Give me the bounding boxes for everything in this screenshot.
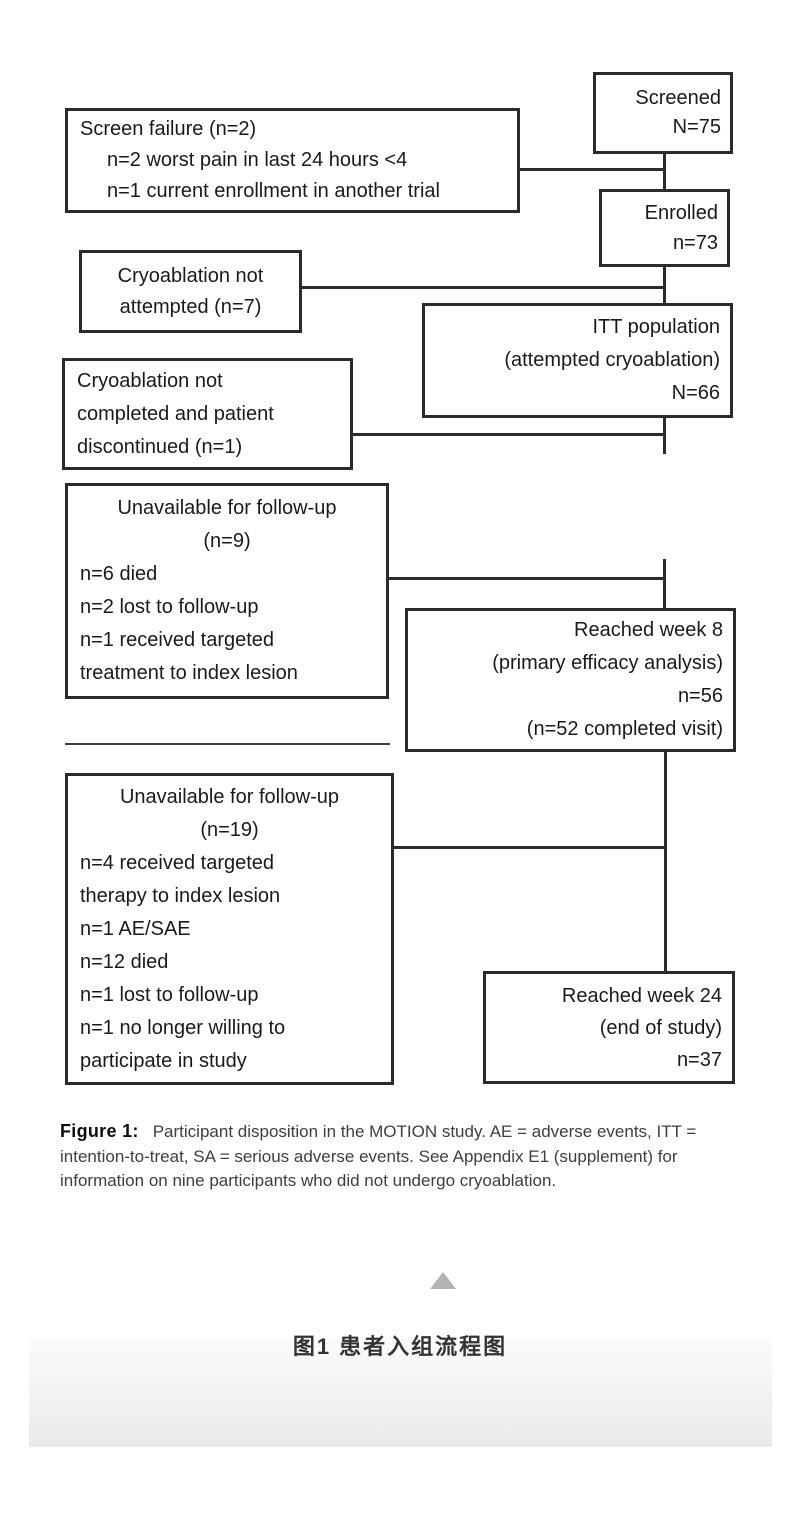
connector-unavail9-branch — [389, 577, 665, 580]
node-line: n=56 — [677, 685, 723, 707]
node-line: Screen failure (n=2) — [80, 118, 257, 140]
connector-enrolled-itt — [663, 267, 666, 304]
figure-caption-text: Participant disposition in the MOTION st… — [60, 1122, 697, 1190]
node-line: completed and patient — [77, 402, 274, 425]
footer-band — [29, 1338, 772, 1447]
node-unavailable-followup-9: Unavailable for follow-up (n=9) n=6 died… — [65, 483, 389, 699]
node-line: n=12 died — [80, 950, 169, 973]
node-reached-week-24: Reached week 24 (end of study) n=37 — [483, 971, 735, 1084]
node-itt-population: ITT population (attempted cryoablation) … — [422, 303, 733, 418]
node-line: n=1 AE/SAE — [80, 917, 191, 940]
connector-week8-week24 — [664, 752, 667, 972]
node-cryoablation-not-attempted: Cryoablation not attempted (n=7) — [79, 250, 302, 333]
node-unavailable-followup-19: Unavailable for follow-up (n=19) n=4 rec… — [65, 773, 394, 1085]
connector-screenfailure-branch — [518, 168, 666, 171]
connector-notattempted-branch — [302, 286, 665, 289]
node-line: discontinued (n=1) — [77, 435, 243, 458]
node-line: n=37 — [676, 1048, 722, 1071]
node-line: n=4 received targeted — [80, 851, 275, 874]
connector-unavail19-branch — [394, 846, 666, 849]
node-line: Reached week 24 — [561, 984, 722, 1007]
node-line: Unavailable for follow-up — [119, 785, 339, 808]
node-line: n=1 current enrollment in another trial — [107, 180, 440, 202]
collapse-up-triangle-icon[interactable] — [430, 1272, 456, 1289]
connector-safety-week8 — [663, 559, 666, 609]
node-line: n=6 died — [80, 563, 158, 585]
node-line: treatment to index lesion — [80, 662, 298, 684]
node-line: N=75 — [672, 116, 721, 138]
figure-title-zh: 图1 患者入组流程图 — [292, 1334, 508, 1359]
figure-caption-label: Figure 1: — [60, 1121, 139, 1141]
node-screen-failure: Screen failure (n=2) n=2 worst pain in l… — [65, 108, 520, 213]
connector-screened-enrolled — [663, 154, 666, 190]
node-line: n=73 — [672, 232, 718, 254]
node-line: n=2 lost to follow-up — [80, 596, 259, 618]
node-cryoablation-not-completed: Cryoablation not completed and patient d… — [62, 358, 353, 470]
node-line: Unavailable for follow-up — [117, 497, 337, 519]
node-line: participate in study — [80, 1049, 247, 1072]
node-line: (primary efficacy analysis) — [492, 652, 723, 674]
node-line: n=1 received targeted — [80, 629, 275, 651]
node-line: (attempted cryoablation) — [504, 349, 720, 371]
connector-notcompleted-branch — [353, 433, 665, 436]
node-line: (end of study) — [599, 1016, 722, 1039]
node-line: Enrolled — [644, 202, 718, 224]
connector-itt-safety — [663, 418, 666, 454]
node-line: n=2 worst pain in last 24 hours <4 — [107, 149, 408, 171]
node-screened: Screened N=75 — [593, 72, 733, 154]
node-line: therapy to index lesion — [80, 884, 281, 907]
node-enrolled: Enrolled n=73 — [599, 189, 730, 267]
figure-caption: Figure 1:Participant disposition in the … — [60, 1119, 756, 1194]
node-line: Cryoablation not — [117, 264, 264, 287]
divider-line — [65, 743, 390, 745]
node-line: n=1 no longer willing to — [80, 1016, 286, 1039]
node-line: attempted (n=7) — [119, 295, 262, 318]
node-line: (n=9) — [203, 530, 251, 552]
node-line: (n=19) — [200, 818, 259, 841]
node-line: Screened — [635, 87, 721, 109]
node-line: (n=52 completed visit) — [526, 718, 723, 740]
node-line: Cryoablation not — [77, 369, 223, 392]
node-line: n=1 lost to follow-up — [80, 983, 259, 1006]
node-reached-week-8: Reached week 8 (primary efficacy analysi… — [405, 608, 736, 752]
node-line: Reached week 8 — [574, 619, 723, 641]
node-line: N=66 — [671, 382, 720, 404]
node-line: ITT population — [592, 316, 721, 338]
